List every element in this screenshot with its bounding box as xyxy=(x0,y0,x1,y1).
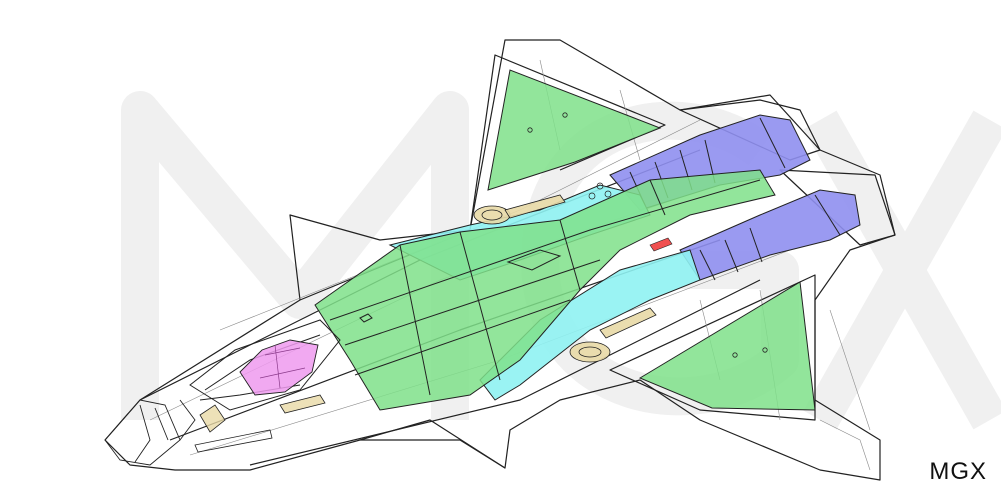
wing-fastener xyxy=(762,347,768,353)
ejection-seat xyxy=(239,339,319,396)
engine-lower xyxy=(679,189,861,281)
nose-radar xyxy=(104,399,196,466)
upper-wing-panel xyxy=(487,69,662,191)
main-landing-gear-upper xyxy=(473,194,566,225)
fuel-valve-detail xyxy=(649,237,673,252)
lower-wing-panel xyxy=(638,281,816,411)
wing-fastener xyxy=(527,127,533,133)
nose-landing-gear xyxy=(194,394,326,453)
ejection-seat-detail xyxy=(259,344,306,389)
intake-duct-lower xyxy=(479,249,701,401)
wing-fastener xyxy=(732,352,738,358)
main-landing-gear-lower xyxy=(569,307,657,363)
fuselage-skin-panels xyxy=(314,169,776,411)
dorsal-hatch xyxy=(506,249,562,271)
watermark-letter-x xyxy=(803,110,1001,430)
wing-fastener xyxy=(562,112,568,118)
intake-fastener-group xyxy=(588,182,612,200)
brand-logo: MGX xyxy=(929,458,987,485)
